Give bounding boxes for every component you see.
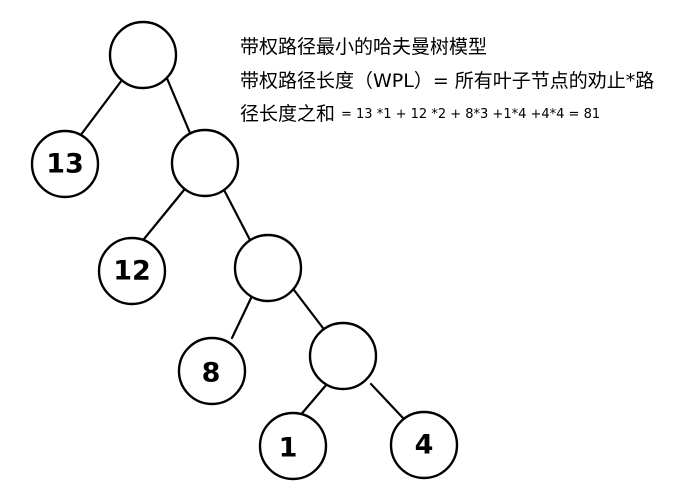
leaf-node-8: 8 bbox=[177, 336, 247, 406]
edge-root-to-internal-1 bbox=[164, 74, 192, 135]
edge-internal-2-to-internal-3 bbox=[292, 288, 328, 334]
leaf-label-1: 1 bbox=[279, 433, 298, 464]
internal-node-2 bbox=[233, 233, 303, 303]
edge-internal-3-to-leaf-1 bbox=[296, 382, 329, 420]
wpl-definition-text: 带权路径长度（WPL）= 所有叶子节点的劝止*路 bbox=[240, 70, 655, 92]
edge-root-to-leaf-13 bbox=[78, 74, 127, 138]
wpl-formula-text: = 13 *1 + 12 *2 + 8*3 +1*4 +4*4 = 81 bbox=[341, 107, 601, 122]
leaf-node-4: 4 bbox=[389, 410, 459, 480]
edge-internal-1-to-leaf-12 bbox=[142, 188, 186, 241]
edge-internal-1-to-internal-2 bbox=[221, 186, 252, 242]
leaf-label-13: 13 bbox=[46, 149, 84, 180]
leaf-label-4: 4 bbox=[415, 430, 434, 461]
internal-node-3 bbox=[308, 321, 378, 391]
edge-internal-3-to-leaf-4 bbox=[369, 382, 405, 420]
edge-internal-2-to-leaf-8 bbox=[230, 294, 254, 340]
leaf-label-8: 8 bbox=[202, 358, 221, 389]
leaf-node-1: 1 bbox=[258, 411, 328, 481]
leaf-node-13: 13 bbox=[30, 129, 100, 199]
wpl-continuation-text: 径长度之和 bbox=[240, 103, 336, 125]
diagram-title: 带权路径最小的哈夫曼树模型 bbox=[240, 36, 488, 58]
wpl-sum-text: 径长度之和 = 13 *1 + 12 *2 + 8*3 +1*4 +4*4 = 8… bbox=[240, 99, 600, 126]
leaf-label-12: 12 bbox=[113, 256, 151, 287]
root-node bbox=[108, 20, 178, 90]
internal-node-1 bbox=[170, 128, 240, 198]
leaf-node-12: 12 bbox=[97, 236, 167, 306]
